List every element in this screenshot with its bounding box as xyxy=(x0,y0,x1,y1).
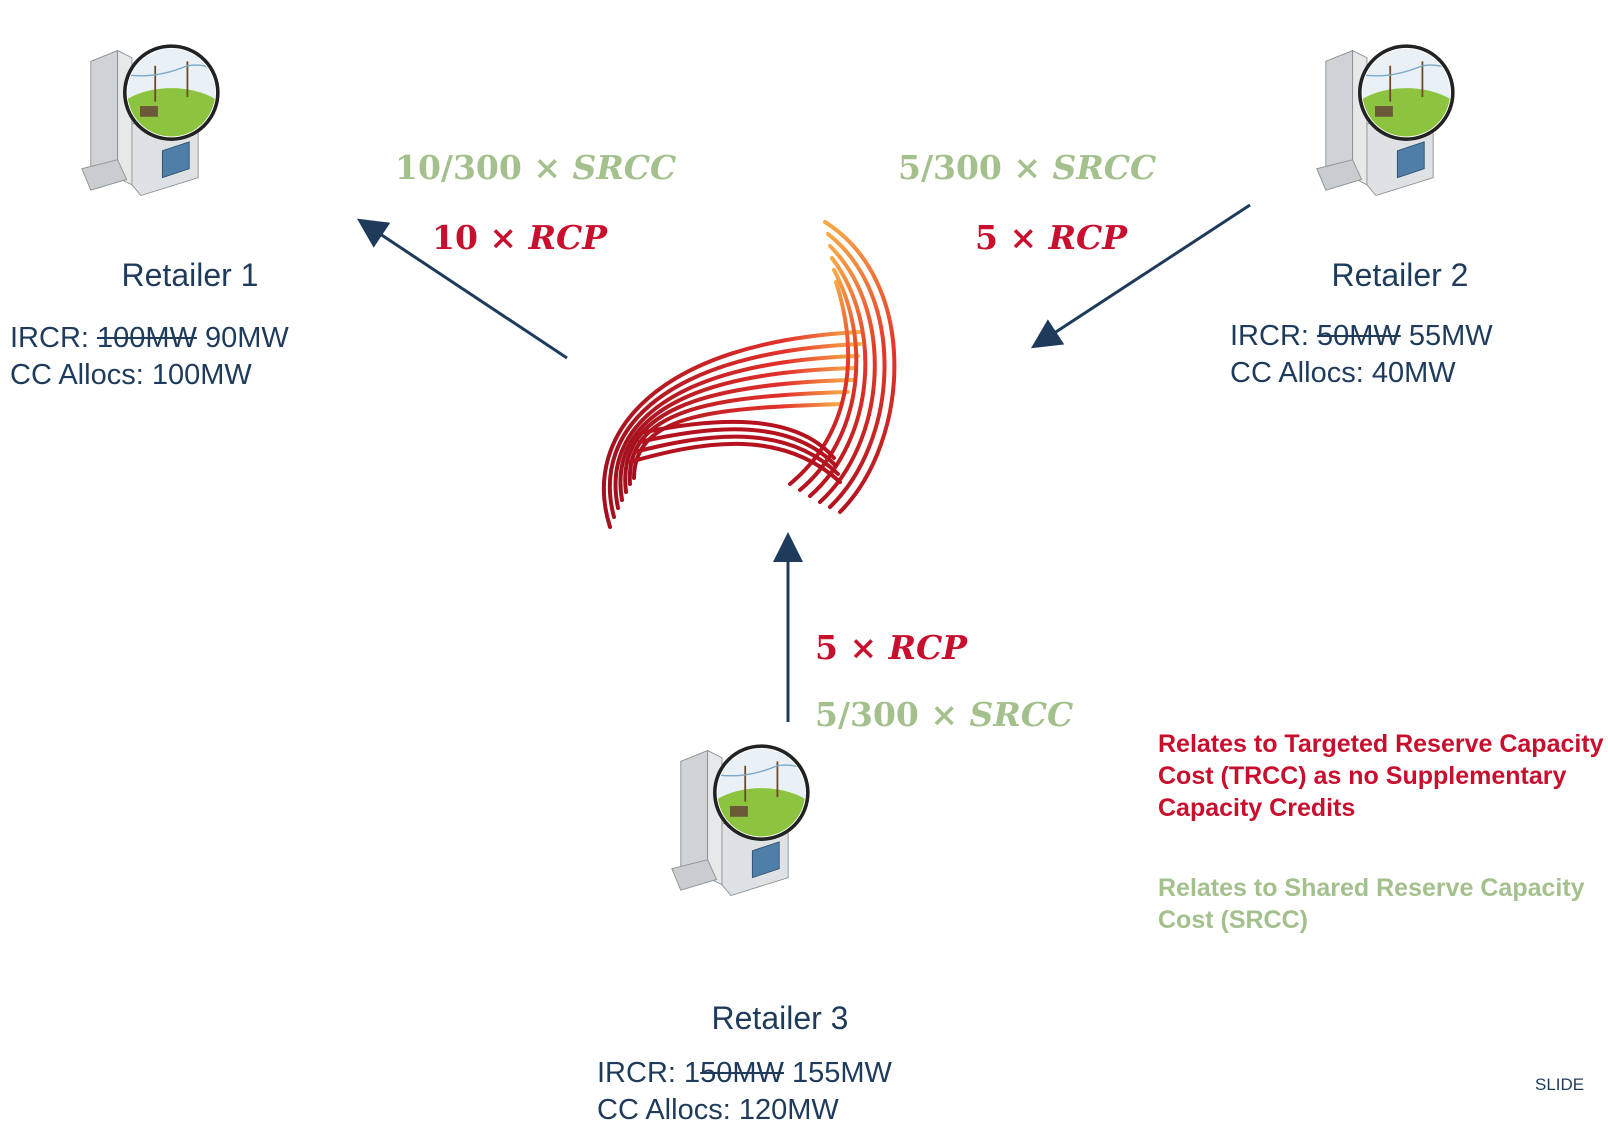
retailer-2-ircr: IRCR: 50MW 55MW xyxy=(1230,320,1493,352)
slide-label: SLIDE xyxy=(1535,1075,1585,1094)
retailer-3-ircr-old: 50MW xyxy=(700,1057,784,1089)
srcc-note: Relates to Shared Reserve Capacity Cost … xyxy=(1158,874,1585,934)
retailer-1-cc-allocs: CC Allocs: 100MW xyxy=(10,359,252,391)
trcc-note: Relates to Targeted Reserve Capacity Cos… xyxy=(1158,730,1604,822)
retailer-1-building-icon xyxy=(55,20,225,210)
retailer-1-ircr: IRCR: 100MW 90MW xyxy=(10,322,289,354)
retailer-2-rcp-formula: 5 × RCP xyxy=(975,218,1128,257)
market-operator-logo xyxy=(601,220,897,529)
retailer-3-cc-allocs: CC Allocs: 120MW xyxy=(597,1094,839,1126)
retailer-3-building-icon xyxy=(645,720,815,910)
retailer-2-name: Retailer 2 xyxy=(1331,257,1469,293)
retailer-1-rcp-formula: 10 × RCP xyxy=(432,218,608,257)
retailer-3-rcp-formula: 5 × RCP xyxy=(815,628,968,667)
retailer-1-ircr-new: 90MW xyxy=(196,322,289,354)
retailer-2-ircr-old: 50MW xyxy=(1317,320,1401,352)
retailer-1-ircr-old: 100MW xyxy=(97,322,197,354)
retailer-3-name: Retailer 3 xyxy=(711,1000,849,1036)
retailer-3-ircr-new: 155MW xyxy=(783,1057,892,1089)
arrow-to-center-from-retailer-2 xyxy=(1030,203,1251,349)
retailer-1-srcc-formula: 10/300 × SRCC xyxy=(395,148,677,187)
retailer-2-cc-allocs: CC Allocs: 40MW xyxy=(1230,357,1456,389)
retailer-2-building-icon xyxy=(1290,20,1460,210)
retailer-3-ircr: IRCR: 150MW 155MW xyxy=(597,1057,892,1089)
retailer-2-ircr-new: 55MW xyxy=(1400,320,1493,352)
arrow-to-retailer-1 xyxy=(357,218,568,360)
retailer-2-srcc-formula: 5/300 × SRCC xyxy=(898,148,1157,187)
retailer-3-srcc-formula: 5/300 × SRCC xyxy=(815,695,1074,734)
retailer-1-name: Retailer 1 xyxy=(121,257,259,293)
